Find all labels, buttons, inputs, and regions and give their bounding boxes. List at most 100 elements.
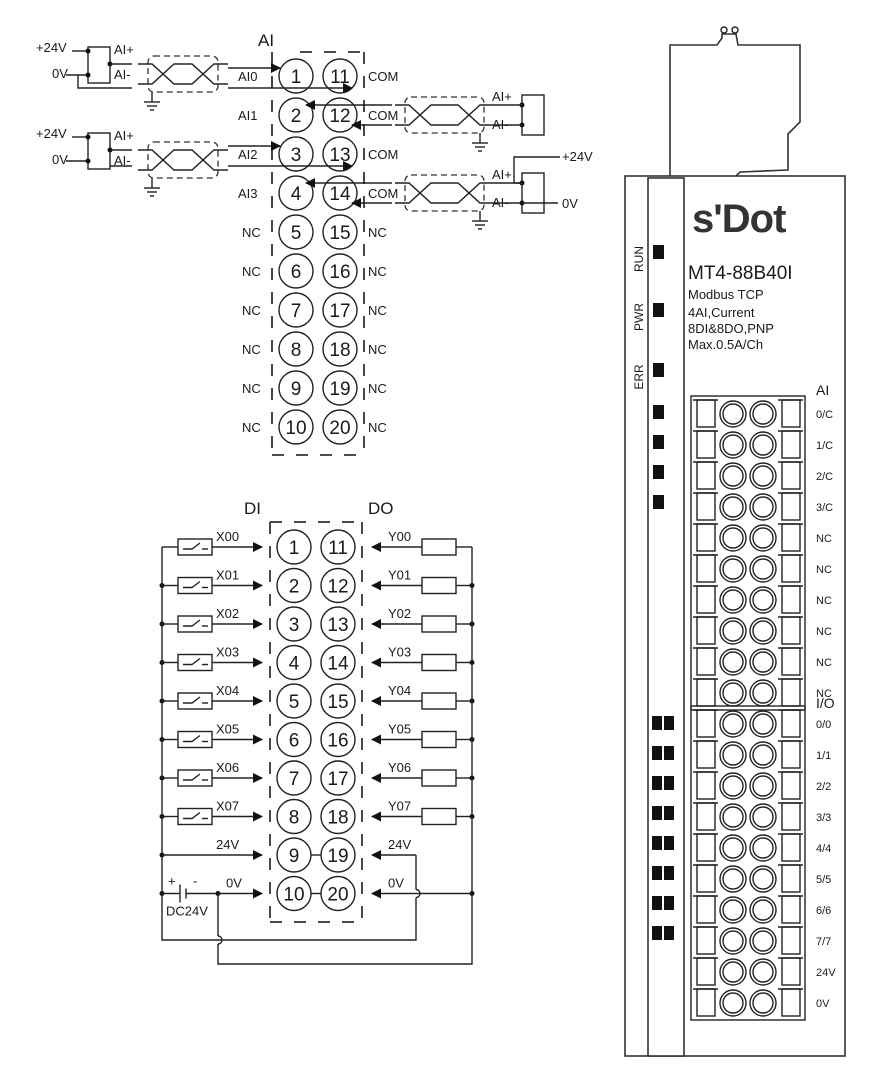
cable-shield — [147, 141, 219, 179]
load-icon — [421, 730, 457, 749]
status-led-label: PWR — [632, 303, 646, 331]
do-channel-led — [664, 866, 674, 880]
ground-icon — [144, 92, 160, 111]
transmitter-box — [87, 132, 111, 170]
wire-entry-hole — [722, 651, 744, 673]
status-led-label: ERR — [632, 364, 646, 390]
terminal-row: NC — [693, 647, 832, 676]
digital-output-channel: Y06 — [371, 760, 475, 787]
terminal-row: 2/2 — [693, 771, 831, 800]
digital-input-channel: X00 — [162, 529, 263, 556]
wire-entry-hole — [719, 400, 747, 428]
twisted-wire — [138, 63, 228, 85]
ground-icon — [472, 133, 488, 152]
ai-channel-label: AI2 — [238, 147, 258, 162]
terminal-circle — [320, 606, 356, 642]
terminal-label: 1/1 — [816, 750, 831, 762]
terminal-row: 3/C — [693, 492, 833, 521]
wire-entry-hole — [749, 648, 777, 676]
transmitter-box — [521, 94, 545, 136]
terminal-label: 1/C — [816, 440, 833, 452]
digital-input-channel: X02 — [159, 606, 263, 633]
terminal-circle — [276, 567, 312, 604]
cable-shield — [404, 96, 485, 134]
cable-shield — [147, 55, 219, 93]
output-label: Y06 — [388, 760, 411, 775]
terminal-label: NC — [816, 626, 832, 638]
twisted-pair-cable — [395, 174, 494, 212]
terminal-number: 1 — [291, 67, 302, 88]
ai-channel-led — [653, 465, 664, 479]
wire-entry-hole — [752, 806, 774, 828]
terminal-circle — [322, 175, 358, 211]
input-label: X02 — [216, 606, 239, 621]
terminal-number: 12 — [327, 577, 348, 598]
terminal-number: 16 — [329, 262, 350, 283]
supply-zero-label: 0V — [562, 196, 578, 211]
wire-entry-hole — [749, 989, 777, 1017]
transmitter-box — [87, 46, 111, 84]
junction-dot — [85, 134, 91, 140]
wire-entry-hole — [752, 434, 774, 456]
terminal-circle — [276, 683, 312, 719]
terminal-circle — [322, 214, 358, 250]
sensor-plus-label: AI+ — [492, 167, 512, 182]
clip-hook — [720, 26, 728, 34]
nc-label: NC — [368, 342, 387, 357]
load-icon — [421, 692, 457, 710]
ai-channel-led — [653, 435, 664, 449]
terminal-circle — [322, 292, 358, 328]
sensor-plus-label: AI+ — [114, 42, 134, 57]
nc-label: NC — [368, 381, 387, 396]
digital-input-channel: X01 — [159, 568, 263, 595]
terminal-circle — [276, 721, 312, 758]
wire-entry-hole — [752, 961, 774, 983]
spec-line: 4AI,Current — [688, 305, 755, 320]
supply-zero-label: 0V — [52, 66, 68, 81]
wire-entry-hole — [719, 431, 747, 459]
wire-entry-hole — [752, 496, 774, 518]
sensor-minus-label: AI- — [114, 67, 131, 82]
nc-label: NC — [368, 264, 387, 279]
digital-output-channel: Y01 — [371, 568, 475, 595]
wire-entry-hole — [719, 958, 747, 986]
ground-icon — [144, 178, 160, 197]
wire-entry-hole — [749, 400, 777, 428]
terminal-circle — [320, 567, 356, 604]
wire-entry-hole — [752, 744, 774, 766]
terminal-row: 1/C — [693, 430, 833, 459]
com-label: COM — [368, 147, 398, 162]
terminal-number: 20 — [329, 418, 350, 439]
din-clip — [669, 33, 801, 177]
terminal-label: 5/5 — [816, 874, 831, 886]
wire-entry-hole — [752, 527, 774, 549]
twisted-wire — [138, 63, 228, 85]
wire-entry-hole — [722, 589, 744, 611]
di-channel-led — [652, 896, 662, 910]
wire-entry-hole — [749, 834, 777, 862]
digital-input-channel: X06 — [159, 760, 263, 787]
wire-entry-hole — [749, 431, 777, 459]
do-channel-led — [664, 806, 674, 820]
terminal-number: 17 — [329, 301, 350, 322]
terminal-number: 18 — [329, 340, 350, 361]
output-label: Y04 — [388, 683, 411, 698]
twisted-wire — [395, 104, 494, 126]
status-led — [653, 303, 664, 317]
terminal-number: 12 — [329, 106, 350, 127]
wire-entry-hole — [719, 555, 747, 583]
